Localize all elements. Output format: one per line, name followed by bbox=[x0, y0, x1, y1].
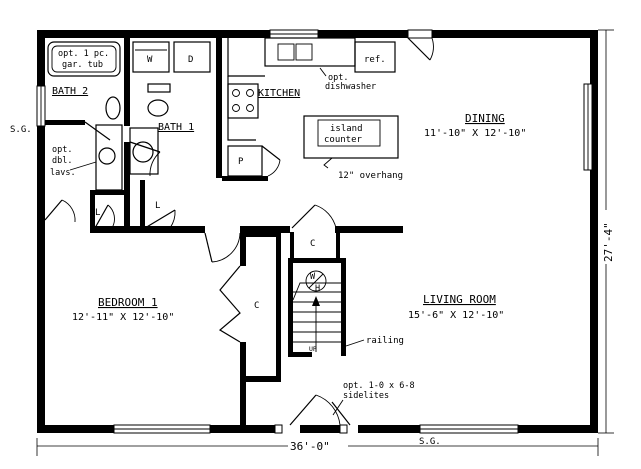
water-heater-top: W bbox=[310, 272, 316, 282]
dryer-label: D bbox=[188, 55, 193, 65]
bath-fixtures bbox=[47, 41, 211, 191]
room-labels: BATH 2 BATH 1 KITCHEN DINING 11'-10" X 1… bbox=[52, 86, 526, 323]
overhang-note: 12" overhang bbox=[338, 171, 403, 181]
dishwasher-note-1: opt. bbox=[328, 73, 348, 83]
exterior-walls bbox=[37, 30, 598, 433]
sliding-glass-bottom: S.G. bbox=[419, 437, 441, 447]
fixture-labels: opt. 1 pc. gar. tub W D ref. P L L C C W… bbox=[58, 49, 386, 353]
hall-closet-label: C bbox=[310, 239, 315, 249]
sliding-glass-left: S.G. bbox=[10, 125, 32, 135]
lavs-note-1: opt. bbox=[52, 145, 72, 155]
bedroom-label: BEDROOM 1 bbox=[98, 296, 158, 309]
linen-closet-2-label: L bbox=[155, 201, 160, 211]
water-heater-bottom: H bbox=[315, 284, 320, 294]
staircase bbox=[292, 265, 345, 356]
dining-label: DINING bbox=[465, 112, 505, 125]
kitchen-label: KITCHEN bbox=[258, 88, 300, 99]
bath2-label: BATH 2 bbox=[52, 86, 88, 97]
dimension-lines bbox=[36, 29, 614, 456]
kitchen-fixtures bbox=[227, 37, 399, 177]
bedroom-size: 12'-11" X 12'-10" bbox=[72, 312, 174, 323]
bedroom-closet-label: C bbox=[254, 301, 259, 311]
pantry-label: P bbox=[238, 157, 244, 167]
washer-label: W bbox=[147, 55, 153, 65]
railing-note: railing bbox=[366, 336, 404, 346]
lavs-note-2: dbl. bbox=[52, 156, 72, 166]
interior-walls bbox=[45, 38, 403, 425]
island-label-2: counter bbox=[324, 135, 363, 145]
bath1-label: BATH 1 bbox=[158, 122, 194, 133]
overall-width: 36'-0" bbox=[290, 440, 330, 453]
dishwasher-note-2: dishwasher bbox=[325, 82, 376, 92]
sidelites-note-1: opt. 1-0 x 6-8 bbox=[343, 381, 415, 391]
overall-depth: 27'-4" bbox=[602, 222, 615, 262]
doors bbox=[44, 37, 434, 426]
living-room-size: 15'-6" X 12'-10" bbox=[408, 310, 504, 321]
lavs-note-3: lavs. bbox=[50, 168, 76, 178]
annotations: opt. dishwasher opt. dbl. lavs. 12" over… bbox=[10, 73, 441, 447]
garden-tub-label-1: opt. 1 pc. bbox=[58, 49, 109, 59]
dimension-labels: 36'-0" 27'-4" bbox=[288, 210, 616, 453]
living-room-label: LIVING ROOM bbox=[423, 293, 496, 306]
linen-closet-1-label: L bbox=[95, 208, 100, 218]
dining-size: 11'-10" X 12'-10" bbox=[424, 128, 526, 139]
stair-up-label: UP bbox=[309, 345, 317, 353]
garden-tub-label-2: gar. tub bbox=[62, 60, 103, 70]
sidelites-note-2: sidelites bbox=[343, 391, 389, 401]
refrigerator-label: ref. bbox=[364, 55, 386, 65]
island-label-1: island bbox=[330, 124, 363, 134]
